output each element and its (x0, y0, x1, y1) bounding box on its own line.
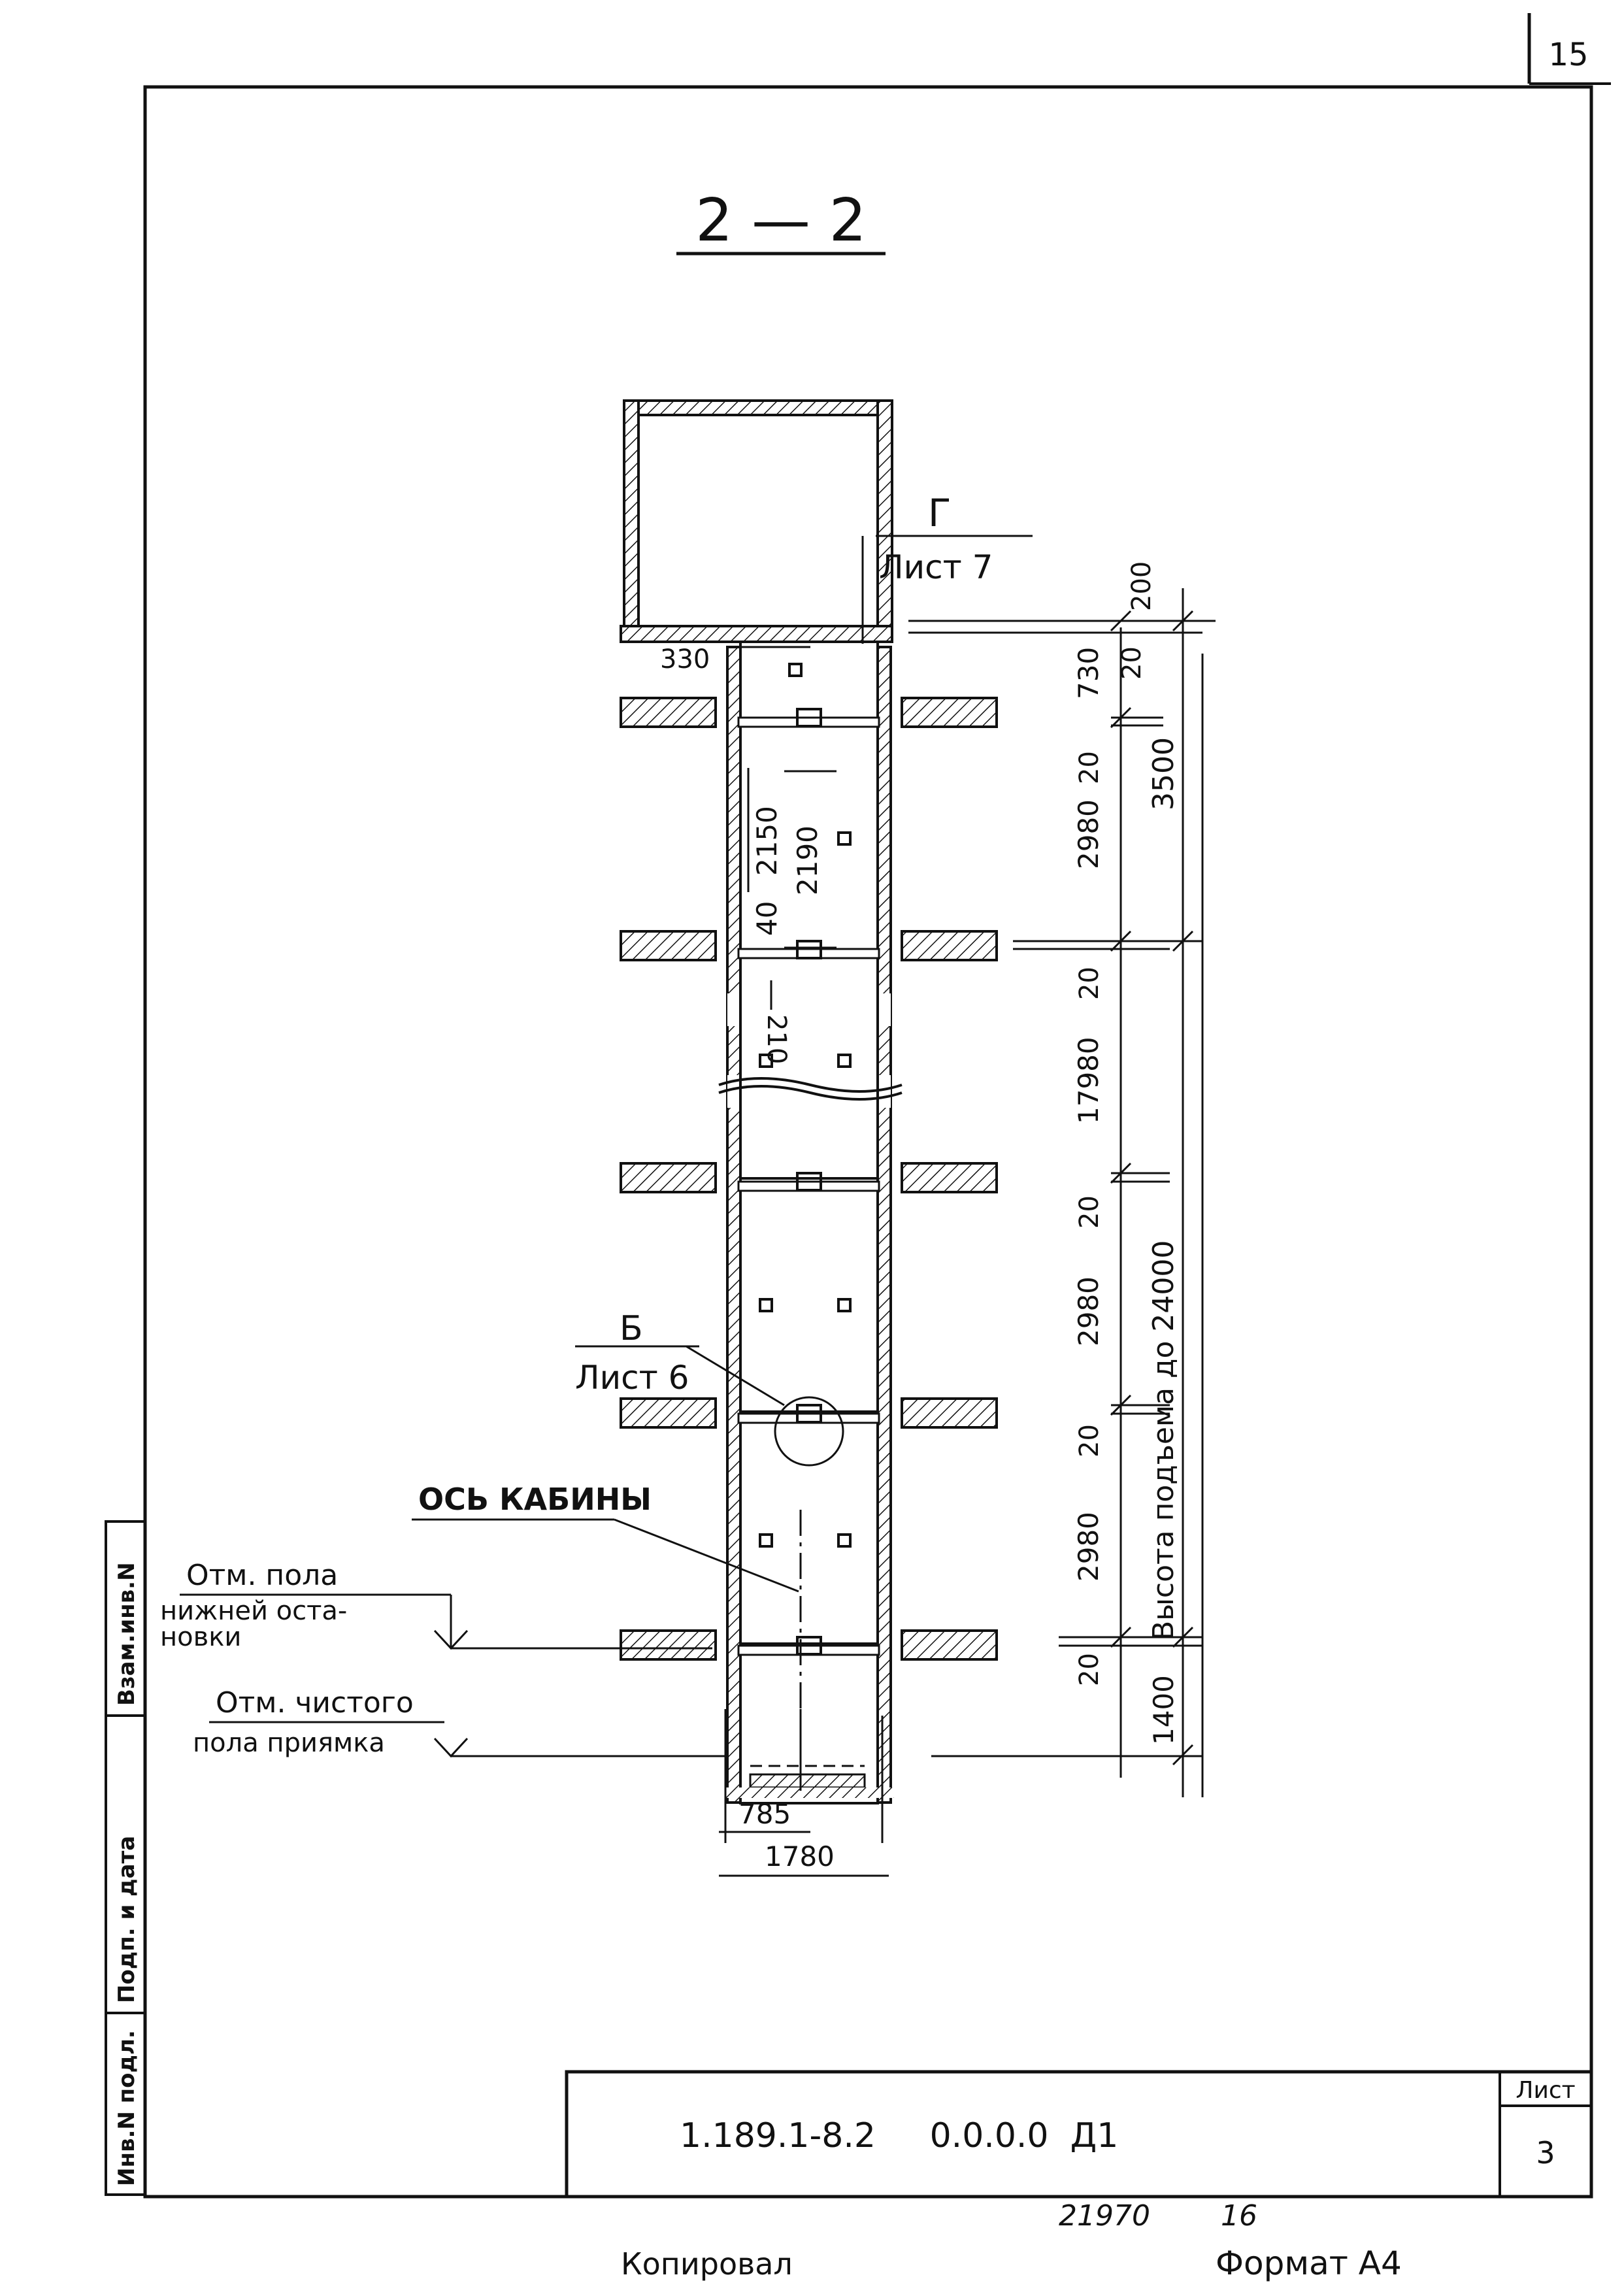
section-title-text: 2 — 2 (695, 186, 867, 255)
callout-b-letter: Б (620, 1309, 643, 1348)
dim-20-c: 20 (1074, 967, 1104, 1000)
footer: 21970 16 Копировал Формат А4 (621, 2199, 1402, 2282)
pit-mark-line1: Отм. чистого (216, 1686, 414, 1720)
dim-2980-c: 2980 (1072, 1512, 1104, 1582)
callout-g-sheet: Лист 7 (879, 548, 993, 586)
shaft-walls (718, 646, 903, 1804)
dim-200: 200 (1127, 561, 1157, 611)
dim-2980-b: 2980 (1072, 1276, 1104, 1346)
pit-mark-callout: Отм. чистого пола приямка (193, 1686, 725, 1758)
dim-20-d: 20 (1074, 1195, 1104, 1229)
dim-210: 210 (761, 1014, 791, 1064)
callout-g: Г Лист 7 (861, 491, 1033, 644)
floor-mark-line2: нижней оста- (160, 1596, 347, 1626)
dim-785: 785 (738, 1798, 791, 1830)
callout-g-letter: Г (928, 491, 951, 535)
page-number-box: 15 (1527, 13, 1611, 85)
cabin-axis-label: ОСЬ КАБИНЫ (418, 1482, 652, 1517)
dimension-ticks (1110, 610, 1194, 1766)
stamp-inv-podl: Инв.N подл. (114, 2030, 140, 2186)
dim-1400: 1400 (1148, 1675, 1180, 1745)
callout-b-sheet: Лист 6 (575, 1359, 689, 1397)
footer-copied: Копировал (621, 2246, 793, 2282)
stamp-podp-data: Подп. и дата (114, 1836, 140, 2003)
pit-buffer (724, 1765, 894, 1798)
title-block-sheet-number: 3 (1536, 2135, 1555, 2170)
floor-slabs (620, 697, 998, 1661)
footer-number: 21970 (1059, 2199, 1150, 2233)
dim-3500: 3500 (1147, 737, 1180, 810)
footer-format: Формат А4 (1216, 2244, 1402, 2282)
title-block-code: 1.189.1-8.2 0.0.0.0 Д1 (680, 2116, 1118, 2155)
footer-number2: 16 (1221, 2199, 1257, 2233)
pit-mark-line2: пола приямка (193, 1728, 385, 1758)
cabin-axis-callout: ОСЬ КАБИНЫ (412, 1482, 799, 1593)
section-title: 2 — 2 (676, 186, 886, 256)
dim-17980: 17980 (1072, 1037, 1104, 1124)
car-couplings (737, 708, 880, 1656)
stamp-vzam-inv: Взам.инв.N (114, 1562, 140, 1706)
dim-20-b: 20 (1074, 751, 1104, 784)
floor-mark-callout: Отм. пола нижней оста- новки (160, 1559, 712, 1652)
dim-20-f: 20 (1074, 1653, 1104, 1686)
dim-40: 40 (751, 901, 783, 936)
dim-2190: 2190 (791, 825, 823, 895)
callout-b: Б Лист 6 (575, 1309, 785, 1406)
floor-mark-line3: новки (160, 1622, 241, 1652)
dim-2980-a: 2980 (1072, 799, 1104, 869)
machine-room (620, 399, 893, 643)
dimension-chain-labels: 200 20 730 20 2980 20 17980 20 2980 20 2… (1072, 561, 1180, 1745)
title-block-sheet-label: Лист (1516, 2077, 1575, 2104)
inner-dimensions (719, 646, 889, 1877)
side-stamp: Взам.инв.N Подп. и дата Инв.N подл. (105, 1520, 146, 2196)
dim-2150: 2150 (751, 806, 783, 876)
dim-730: 730 (1072, 647, 1104, 699)
dim-330: 330 (660, 644, 710, 674)
dim-1780: 1780 (765, 1840, 835, 1872)
detail-circle-b (774, 1396, 844, 1467)
floor-mark-line1: Отм. пола (186, 1559, 338, 1592)
page-number: 15 (1548, 37, 1588, 73)
dim-20-a: 20 (1117, 646, 1147, 680)
dim-24000: Высота подъема до 24000 (1147, 1240, 1180, 1640)
guide-rail-marks (759, 663, 852, 1548)
dim-20-e: 20 (1074, 1424, 1104, 1457)
title-block: 1.189.1-8.2 0.0.0.0 Д1 Лист 3 (565, 2070, 1593, 2199)
